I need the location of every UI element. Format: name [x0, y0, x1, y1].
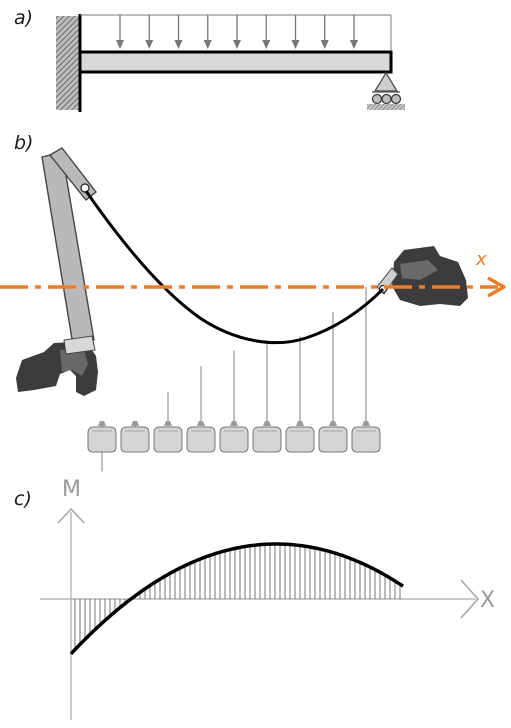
beam — [78, 50, 393, 74]
left-hinge — [80, 183, 90, 193]
weight-hook — [263, 421, 271, 426]
roller-support — [367, 71, 405, 110]
cable — [84, 190, 385, 345]
weight-hook — [98, 421, 106, 426]
load-arrow-head — [203, 40, 212, 49]
load-arrow-head — [350, 40, 358, 49]
panel-a-label: a) — [14, 7, 33, 29]
weight-hook — [329, 421, 337, 426]
panel-a: a) — [14, 7, 405, 112]
panel-c-label: c) — [14, 488, 32, 510]
x-axis-label: x — [475, 249, 487, 270]
weight — [186, 426, 216, 453]
right-rock-highlight — [400, 260, 438, 280]
load-arrow-head — [145, 40, 154, 49]
x-axis-letter: X — [480, 588, 495, 613]
weight — [153, 426, 183, 453]
load-arrow-head — [116, 40, 124, 49]
distributed-load-arrows — [116, 15, 358, 49]
panel-b-label: b) — [14, 132, 33, 154]
panel-c: c) M X — [14, 477, 495, 720]
roller — [371, 93, 383, 105]
x-axis-arrow — [460, 579, 480, 619]
load-arrow-head — [262, 40, 271, 49]
weight-hangers — [101, 287, 367, 472]
right-rock — [392, 246, 468, 306]
moment-curve — [69, 542, 405, 656]
support-ground — [367, 104, 405, 110]
weight-hook — [131, 421, 139, 426]
weight — [219, 426, 249, 453]
hanging-weights — [87, 421, 381, 453]
weight — [351, 426, 381, 453]
weight — [87, 426, 117, 453]
m-axis-label: M — [62, 477, 81, 502]
weight — [318, 426, 348, 453]
load-arrow-head — [291, 40, 300, 49]
weight-hook — [197, 421, 205, 426]
moment-hatching — [74, 544, 401, 650]
weight — [252, 426, 282, 453]
load-arrow-head — [233, 40, 241, 49]
weight-hook — [164, 421, 172, 426]
roller — [390, 93, 402, 105]
weight-hook — [296, 421, 304, 426]
panel-b: b) x — [0, 132, 506, 472]
roller — [381, 93, 392, 105]
m-axis-arrowhead — [57, 507, 85, 524]
x-axis-arrowhead — [487, 276, 506, 298]
weight-hook — [362, 421, 370, 426]
load-arrow-head — [174, 40, 183, 49]
post-foot — [63, 335, 96, 355]
support-rollers — [371, 93, 402, 105]
weight-hook — [230, 421, 238, 426]
load-arrow-head — [320, 40, 329, 49]
fixed-wall-hatch — [56, 16, 80, 110]
weight — [120, 426, 150, 453]
support-triangle — [373, 71, 399, 92]
left-rock-highlight — [60, 350, 88, 376]
weight — [285, 426, 315, 453]
